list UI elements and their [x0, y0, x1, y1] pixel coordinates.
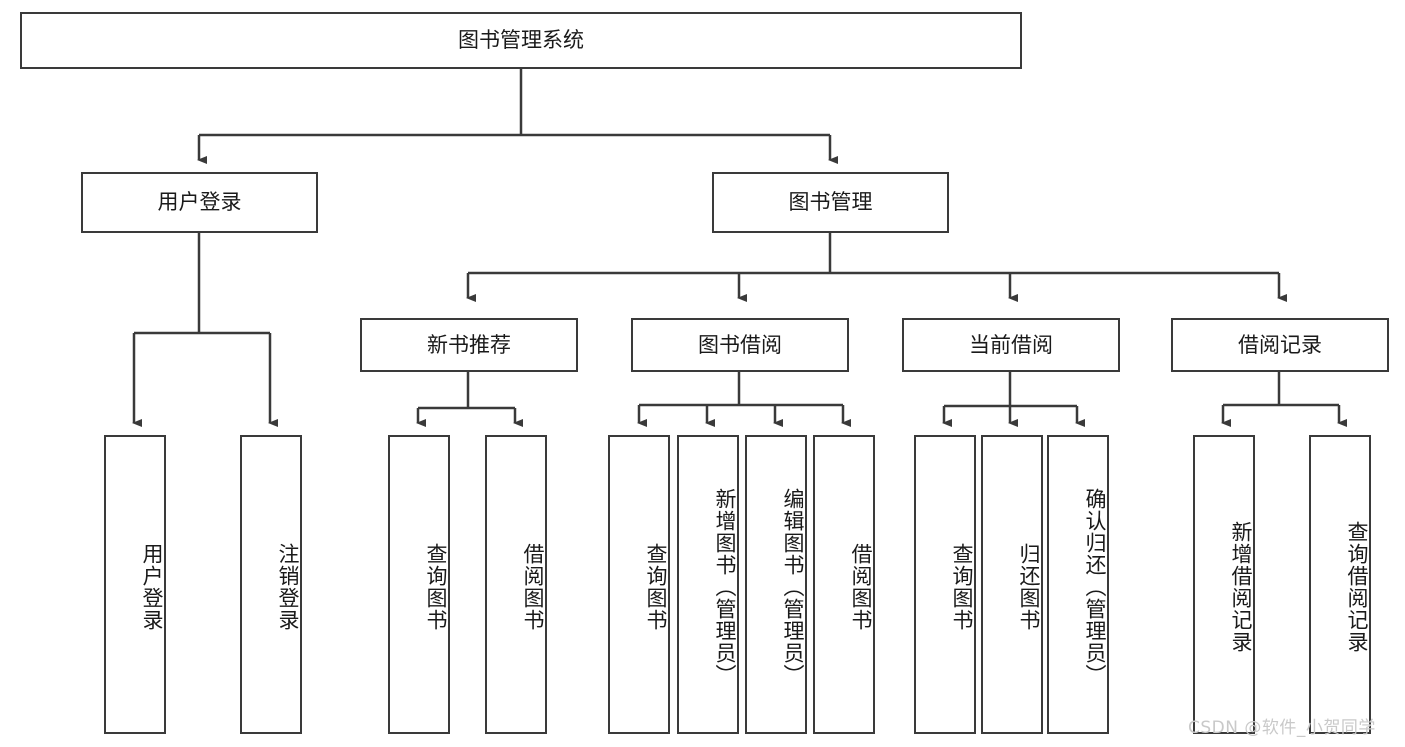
leaf-book-borrow-add-admin[interactable]: 新增图书（管理员）	[677, 435, 739, 734]
node-label: 图书借阅	[698, 332, 782, 357]
node-book-borrow[interactable]: 图书借阅	[631, 318, 849, 372]
leaf-book-borrow-borrow[interactable]: 借阅图书	[813, 435, 875, 734]
leaf-current-borrow-return[interactable]: 归还图书	[981, 435, 1043, 734]
leaf-borrow-record-query[interactable]: 查询借阅记录	[1309, 435, 1371, 734]
leaf-user-login-login[interactable]: 用户登录	[104, 435, 166, 734]
node-label: 当前借阅	[969, 332, 1053, 357]
node-label: 查询图书	[950, 542, 974, 631]
node-label: 编辑图书（管理员）	[781, 487, 805, 686]
csdn-watermark: CSDN @软件_小贺同学	[1188, 718, 1376, 738]
node-borrow-record[interactable]: 借阅记录	[1171, 318, 1389, 372]
node-label: 用户登录	[140, 542, 164, 631]
node-book-management[interactable]: 图书管理	[712, 172, 949, 233]
node-current-borrow[interactable]: 当前借阅	[902, 318, 1120, 372]
leaf-current-borrow-query[interactable]: 查询图书	[914, 435, 976, 734]
leaf-current-borrow-confirm-admin[interactable]: 确认归还（管理员）	[1047, 435, 1109, 734]
node-label: 新增借阅记录	[1229, 520, 1253, 653]
leaf-new-book-borrow[interactable]: 借阅图书	[485, 435, 547, 734]
node-label: 归还图书	[1017, 542, 1041, 631]
leaf-user-login-logout[interactable]: 注销登录	[240, 435, 302, 734]
node-label: 图书管理	[788, 190, 873, 215]
node-new-book-recommend[interactable]: 新书推荐	[360, 318, 578, 372]
leaf-borrow-record-add[interactable]: 新增借阅记录	[1193, 435, 1255, 734]
node-label: 借阅记录	[1238, 332, 1322, 357]
node-root-book-management-system[interactable]: 图书管理系统	[20, 12, 1022, 69]
node-label: 新书推荐	[427, 332, 511, 357]
node-label: 查询图书	[424, 542, 448, 631]
node-label: 确认归还（管理员）	[1083, 487, 1107, 686]
node-label: 图书管理系统	[458, 28, 584, 53]
node-label: 借阅图书	[849, 542, 873, 631]
node-label: 新增图书（管理员）	[713, 487, 737, 686]
node-label: 查询图书	[644, 542, 668, 631]
node-label: 用户登录	[157, 190, 242, 215]
node-label: 注销登录	[276, 542, 300, 631]
leaf-book-borrow-query[interactable]: 查询图书	[608, 435, 670, 734]
leaf-book-borrow-edit-admin[interactable]: 编辑图书（管理员）	[745, 435, 807, 734]
node-label: 查询借阅记录	[1345, 520, 1369, 653]
leaf-new-book-query[interactable]: 查询图书	[388, 435, 450, 734]
node-label: 借阅图书	[521, 542, 545, 631]
node-user-login[interactable]: 用户登录	[81, 172, 318, 233]
